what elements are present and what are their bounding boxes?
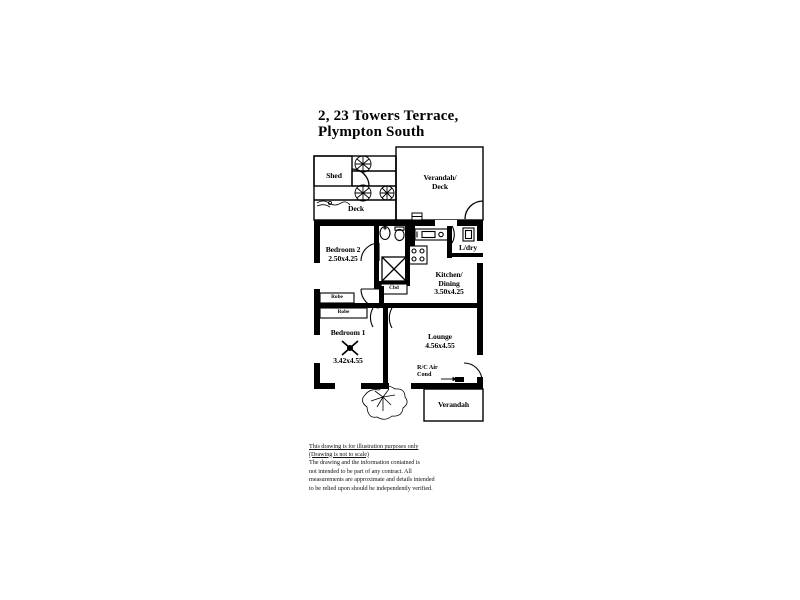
cooktop-icon <box>408 245 428 265</box>
verandah-deck-line-1: Verandah/ <box>423 173 457 182</box>
bedroom2-name: Bedroom 2 <box>325 245 361 254</box>
toilet-icon <box>394 226 405 242</box>
verandah-outline <box>423 388 484 422</box>
disclaimer-body-4: to be relied upon should be independentl… <box>309 484 433 492</box>
cupboard-label: Cbd <box>389 285 399 291</box>
bedroom2-dimensions: 2.50x4.25 <box>328 253 358 263</box>
robe-lower-label: Robe <box>337 309 350 315</box>
page-title: 2, 23 Towers Terrace, Plympton South <box>318 108 568 140</box>
robe-lower-icon <box>319 307 368 319</box>
floor-plan-drawing: Shed Deck Verandah/ Deck L/dry Bedroom 2… <box>295 145 507 435</box>
verandah-deck-door-icon <box>464 200 484 220</box>
kitchen-dimensions: 3.50x4.25 <box>434 287 464 297</box>
disclaimer-body-3: measurements are approximate and details… <box>309 476 435 484</box>
kitchen-sink-icon <box>414 228 452 241</box>
wall-bed2-bottom <box>314 303 379 308</box>
room-label-verandah: Verandah <box>438 400 469 409</box>
air-con-line-2: Cond <box>417 371 432 378</box>
hall-stub-walls <box>379 286 384 308</box>
room-label-verandah-deck: Verandah/ Deck <box>399 173 481 191</box>
room-label-kitchen-dining: Kitchen/ Dining 3.50x4.25 <box>414 270 484 297</box>
room-label-shed: Shed <box>326 171 342 180</box>
wall-bed2-right <box>374 226 379 289</box>
room-label-bedroom2: Bedroom 2 2.50x4.25 <box>311 245 375 263</box>
floor-plan-svg <box>313 146 484 422</box>
path-squiggle-icon <box>316 200 351 208</box>
opening-ldry-right <box>477 241 483 263</box>
title-line-1: 2, 23 Towers Terrace, <box>318 108 459 124</box>
bathroom-door-icon <box>360 242 380 262</box>
bedroom2-door-icon <box>360 288 380 309</box>
air-conditioner-leader-icon <box>441 376 458 382</box>
wall-ldry-left <box>447 226 452 258</box>
opening-lounge-right <box>477 355 483 377</box>
disclaimer-line-2: (Drawing is not to scale) <box>309 450 369 458</box>
room-label-deck: Deck <box>347 204 365 213</box>
robe-upper-label: Robe <box>331 294 343 300</box>
laundry-trough-icon <box>462 227 475 242</box>
wall-hall-left <box>379 286 384 308</box>
wall-lounge-top <box>388 303 483 308</box>
wall-ldry-bottom <box>452 253 483 257</box>
verandah-deck-line-2: Deck <box>431 181 449 191</box>
kitchen-line-1: Kitchen/ <box>435 270 463 279</box>
disclaimer-line-1: This drawing is for illustration purpose… <box>309 443 419 450</box>
opening-bed1-window <box>314 335 320 363</box>
title-line-2: Plympton South <box>318 124 425 140</box>
wall-openings <box>314 220 483 389</box>
lounge-dimensions: 4.56x4.55 <box>425 340 455 350</box>
room-label-bedroom1: Bedroom 1 <box>330 328 366 337</box>
opening-kitchen-top <box>435 220 457 226</box>
wall-top-right <box>461 220 483 226</box>
room-label-laundry: L/dry <box>458 243 478 252</box>
basin-icon <box>379 225 391 241</box>
verandah-door-icon <box>463 362 483 382</box>
air-con-line-1: R/C Air <box>417 364 438 371</box>
lounge-door-icon <box>388 307 393 329</box>
robe-upper-icon <box>319 292 355 304</box>
garden-shrub-icon <box>362 385 408 420</box>
plant-icon-deck-3 <box>379 185 395 201</box>
disclaimer: This drawing is for illustration purpose… <box>309 443 499 493</box>
disclaimer-body-2: not intended to be part of any contract.… <box>309 467 412 475</box>
wall-top <box>314 220 461 226</box>
wall-bed1-right <box>383 303 388 389</box>
opening-bed2-window <box>314 263 320 289</box>
laundry-door-icon <box>451 225 455 244</box>
plant-icon-deck-2 <box>354 184 372 202</box>
meter-box-icon <box>411 212 423 221</box>
wall-bath-right <box>405 226 410 286</box>
shower-icon <box>381 256 407 282</box>
kitchen-line-2: Dining <box>438 278 460 288</box>
disclaimer-body-1: The drawing and the information containe… <box>309 459 420 467</box>
plant-icon-deck-1 <box>354 155 372 173</box>
shed-door-icon <box>351 168 370 187</box>
opening-bed1-bottom <box>335 383 361 389</box>
bedroom1-door-icon <box>369 307 374 328</box>
air-conditioner-icon <box>455 377 464 382</box>
opening-lounge-bottom <box>389 383 411 389</box>
lounge-name: Lounge <box>428 332 452 341</box>
bedroom1-dimensions: 3.42x4.55 <box>333 356 363 365</box>
wall-kitchen-stub <box>410 226 415 246</box>
air-conditioner-label: R/C Air Cond <box>417 364 438 378</box>
room-label-lounge: Lounge 4.56x4.55 <box>405 332 475 350</box>
ceiling-fan-icon <box>341 340 359 356</box>
